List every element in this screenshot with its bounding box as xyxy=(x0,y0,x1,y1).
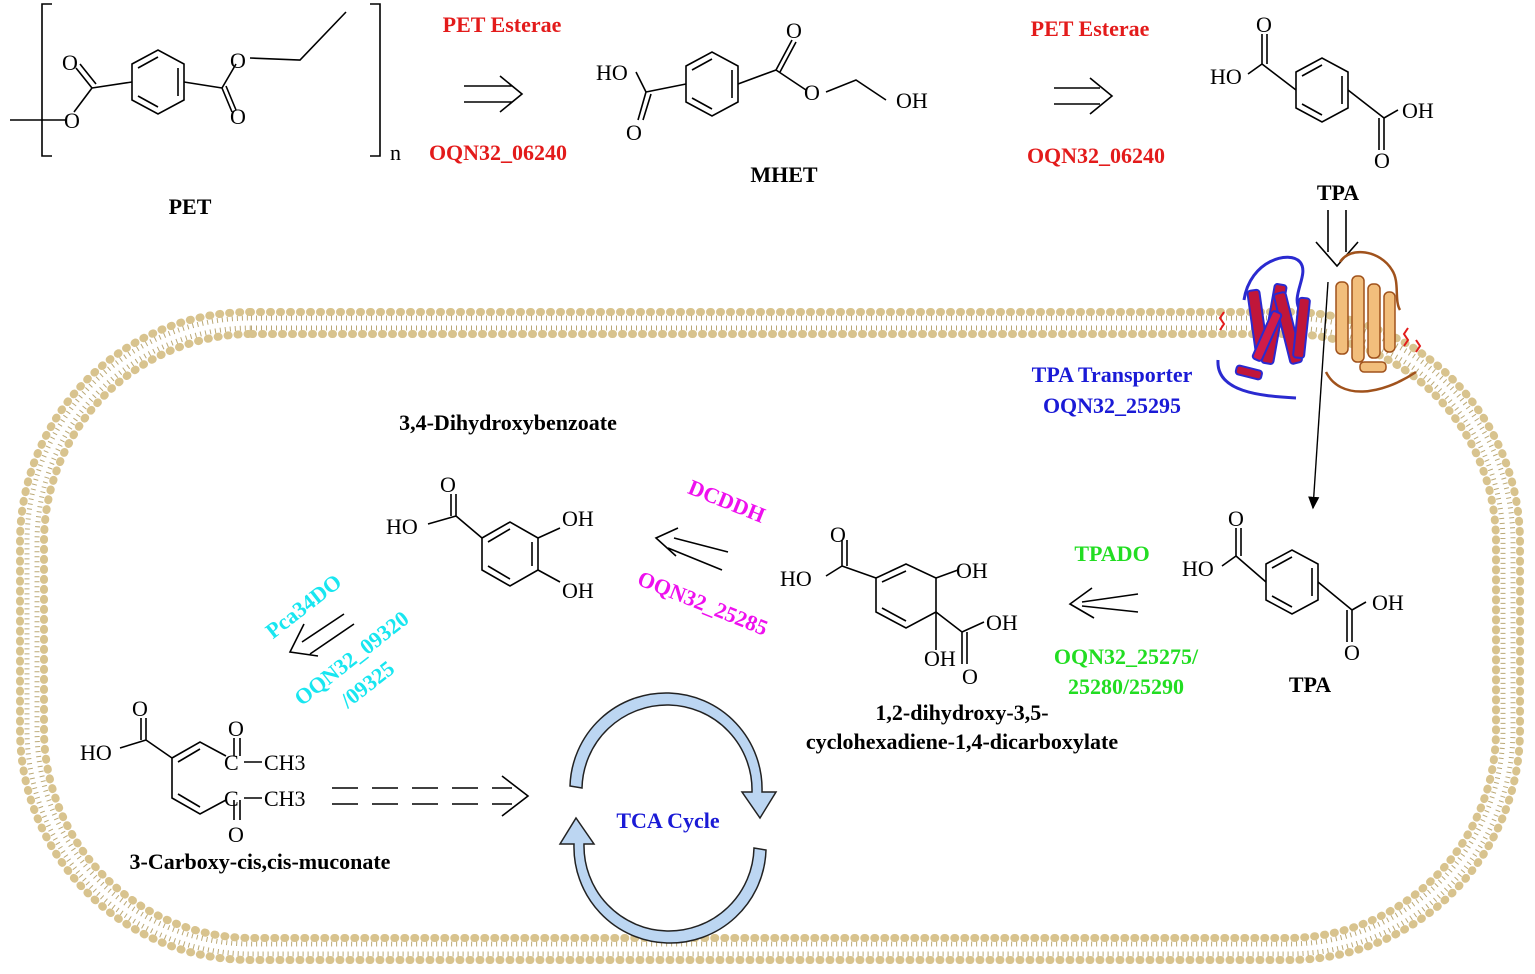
reaction-arrow-dcddh xyxy=(654,527,729,571)
tca-cycle-arrows xyxy=(558,692,778,944)
mhet-structure: HO O O O OH xyxy=(596,18,928,145)
atom-ho: HO xyxy=(386,514,418,539)
ccm-structure: O HO O C CH3 C CH3 O xyxy=(80,696,306,847)
cell-membrane xyxy=(16,308,1524,964)
atom-ch3: CH3 xyxy=(264,750,306,775)
atom-ho: HO xyxy=(596,60,628,85)
enzyme-name-dcddh: DCDDH xyxy=(685,474,769,527)
atom-o: O xyxy=(64,108,80,133)
compound-label-pet: PET xyxy=(169,194,212,219)
atom-o: O xyxy=(830,522,846,547)
atom-o: O xyxy=(228,716,244,741)
dhcd-structure: O HO OH OH OH O xyxy=(780,522,1018,689)
atom-o: O xyxy=(230,48,246,73)
uptake-arrow xyxy=(1315,210,1359,268)
atom-oh: OH xyxy=(1402,98,1434,123)
atom-ch3: CH3 xyxy=(264,786,306,811)
transporter-id: OQN32_25295 xyxy=(1043,393,1181,418)
reaction-arrow-1 xyxy=(464,75,524,113)
atom-o: O xyxy=(62,50,78,75)
compound-label-ccm: 3-Carboxy-cis,cis-muconate xyxy=(130,849,391,874)
atom-c: C xyxy=(224,786,239,811)
compound-label-mhet: MHET xyxy=(750,162,818,187)
atom-o: O xyxy=(626,120,642,145)
enzyme-id-dcddh: OQN32_25285 xyxy=(634,566,771,641)
dashed-arrow-to-tca xyxy=(332,775,530,817)
compound-label-tpa-inside: TPA xyxy=(1289,672,1331,697)
atom-oh: OH xyxy=(986,610,1018,635)
atom-o: O xyxy=(440,472,456,497)
compound-label-dhcd-line2: cyclohexadiene-1,4-dicarboxylate xyxy=(806,729,1118,754)
atom-o: O xyxy=(1256,12,1272,37)
tpa-inside-structure: O HO OH O xyxy=(1182,506,1404,665)
enzyme-name-esterase-2: PET Esterae xyxy=(1031,16,1150,41)
enzyme-id-tpado-line2: 25280/25290 xyxy=(1068,674,1184,699)
enzyme-id-esterase-1: OQN32_06240 xyxy=(429,140,567,165)
reaction-arrow-pca34do xyxy=(288,613,355,657)
pet-structure: O O O O n xyxy=(10,3,401,165)
atom-o: O xyxy=(228,822,244,847)
tpa-outside-structure: O HO OH O xyxy=(1210,12,1434,173)
atom-o: O xyxy=(786,18,802,43)
atom-oh: OH xyxy=(1372,590,1404,615)
atom-ho: HO xyxy=(1182,556,1214,581)
enzyme-name-esterase-1: PET Esterae xyxy=(443,12,562,37)
atom-o: O xyxy=(1344,640,1360,665)
transporter-name: TPA Transporter xyxy=(1032,362,1193,387)
compound-label-tpa-outside: TPA xyxy=(1317,180,1359,205)
atom-o: O xyxy=(1374,148,1390,173)
atom-ho: HO xyxy=(80,740,112,765)
atom-ho: HO xyxy=(780,566,812,591)
atom-o: O xyxy=(230,104,246,129)
reaction-arrow-tpado xyxy=(1068,587,1139,619)
reaction-arrow-2 xyxy=(1054,77,1114,115)
atom-oh: OH xyxy=(562,578,594,603)
atom-o: O xyxy=(1228,506,1244,531)
atom-oh: OH xyxy=(956,558,988,583)
transport-arrow xyxy=(1308,281,1329,510)
enzyme-id-tpado-line1: OQN32_25275/ xyxy=(1054,644,1199,669)
atom-o: O xyxy=(804,80,820,105)
atom-c: C xyxy=(224,750,239,775)
atom-ho: HO xyxy=(1210,64,1242,89)
tpa-transporter-protein-orange xyxy=(1324,250,1422,393)
tca-cycle-label: TCA Cycle xyxy=(616,808,720,833)
atom-oh: OH xyxy=(562,506,594,531)
compound-label-dhcd-line1: 1,2-dihydroxy-3,5- xyxy=(875,700,1048,725)
atom-oh: OH xyxy=(924,646,956,671)
enzyme-name-tpado: TPADO xyxy=(1074,541,1149,566)
enzyme-name-pca34do: Pca34DO xyxy=(261,569,347,644)
atom-o: O xyxy=(132,696,148,721)
tpa-transporter-protein-blue xyxy=(1216,255,1311,400)
enzyme-id-esterase-2: OQN32_06240 xyxy=(1027,143,1165,168)
atom-o: O xyxy=(962,664,978,689)
compound-label-dhb: 3,4-Dihydroxybenzoate xyxy=(399,410,617,435)
dhb-structure: O HO OH OH xyxy=(386,472,594,603)
polymer-n: n xyxy=(390,140,401,165)
atom-oh: OH xyxy=(896,88,928,113)
